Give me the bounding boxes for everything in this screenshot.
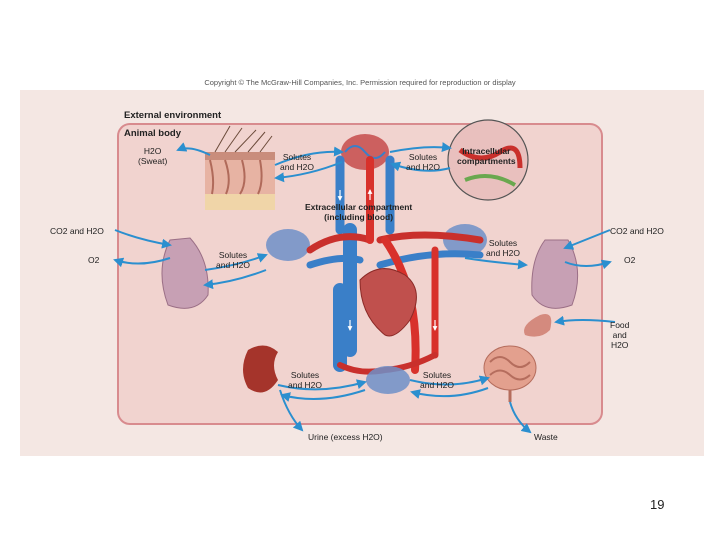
left-lung-illustration	[161, 237, 209, 309]
sweat-label: H2O(Sweat)	[138, 146, 168, 166]
extracellular-label: Extracellular compartment(including bloo…	[305, 202, 413, 222]
capillary-bed-bottom	[366, 366, 410, 394]
homeostasis-diagram: External environment Animal body H2O(Swe…	[20, 90, 704, 456]
diagram-artwork	[113, 119, 616, 434]
kidney-illustration	[243, 345, 278, 393]
exchange-arrows	[113, 142, 616, 434]
o2-left-label: O2	[88, 255, 100, 265]
copyright-notice: Copyright © The McGraw-Hill Companies, I…	[204, 78, 516, 87]
page-number: 19	[650, 497, 665, 512]
right-lung-illustration	[531, 239, 579, 309]
digestive-tract-illustration	[483, 314, 552, 402]
waste-label: Waste	[534, 432, 558, 442]
urine-label: Urine (excess H2O)	[308, 432, 383, 442]
external-environment-label: External environment	[124, 110, 222, 121]
co2-right-label: CO2 and H2O	[610, 226, 664, 236]
animal-body-label: Animal body	[124, 128, 182, 139]
o2-right-label: O2	[624, 255, 636, 265]
skin-illustration	[205, 125, 275, 210]
co2-left-label: CO2 and H2O	[50, 226, 104, 236]
capillary-bed-left-lung	[266, 229, 310, 261]
heart-illustration	[359, 268, 417, 337]
